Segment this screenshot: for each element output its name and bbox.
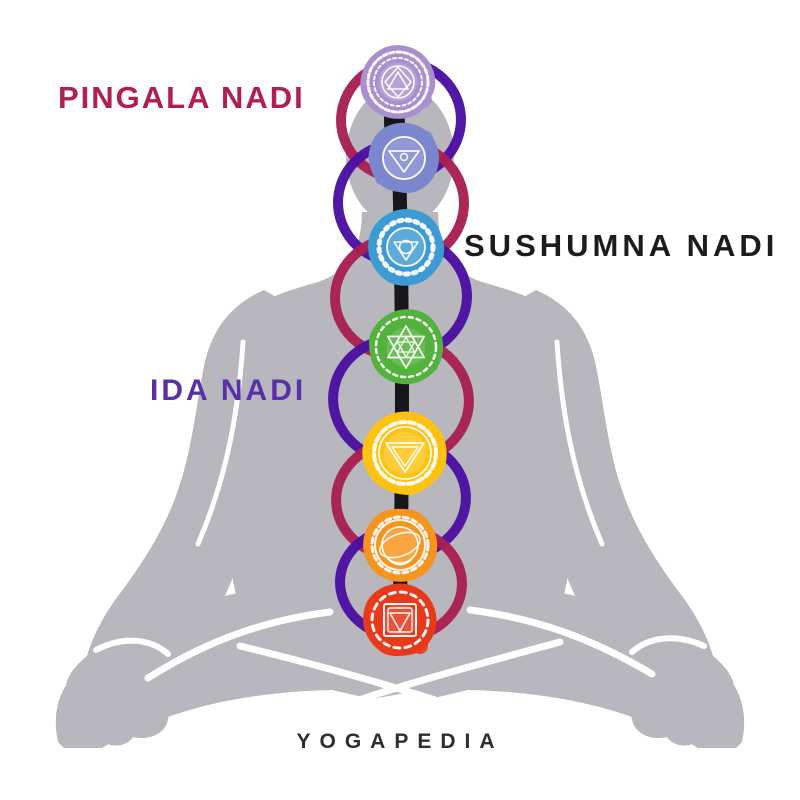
- left-hand-highlight-line: [93, 637, 171, 657]
- heart-chakra-icon: [354, 296, 458, 398]
- solar-plexus-chakra-icon: [348, 396, 462, 510]
- sacral-chakra-icon: [352, 497, 448, 593]
- figure-crossed-legs: [55, 582, 745, 748]
- right-shin-cross-line: [276, 638, 564, 732]
- right-hand-highlight-line: [629, 635, 707, 655]
- left-arm-torso-separator: [195, 339, 246, 547]
- sushumna-nadi-label: SUSHUMNA NADI: [464, 228, 778, 263]
- left-thigh-crease-line: [144, 608, 334, 682]
- third-eye-chakra-icon: [363, 117, 445, 199]
- crown-chakra-icon: [354, 38, 442, 126]
- right-thigh-crease-line: [466, 606, 656, 678]
- root-chakra-icon: [351, 571, 449, 669]
- chakra-column: [348, 38, 462, 669]
- ida-nadi-label: IDA NADI: [150, 374, 306, 407]
- yogapedia-watermark: YOGAPEDIA: [296, 730, 503, 753]
- throat-chakra-icon: [352, 193, 460, 301]
- left-shin-cross-line: [236, 642, 526, 734]
- limb-outline-highlights: [93, 339, 707, 734]
- right-arm-torso-separator: [554, 339, 605, 547]
- pingala-nadi-label: PINGALA NADI: [58, 80, 305, 115]
